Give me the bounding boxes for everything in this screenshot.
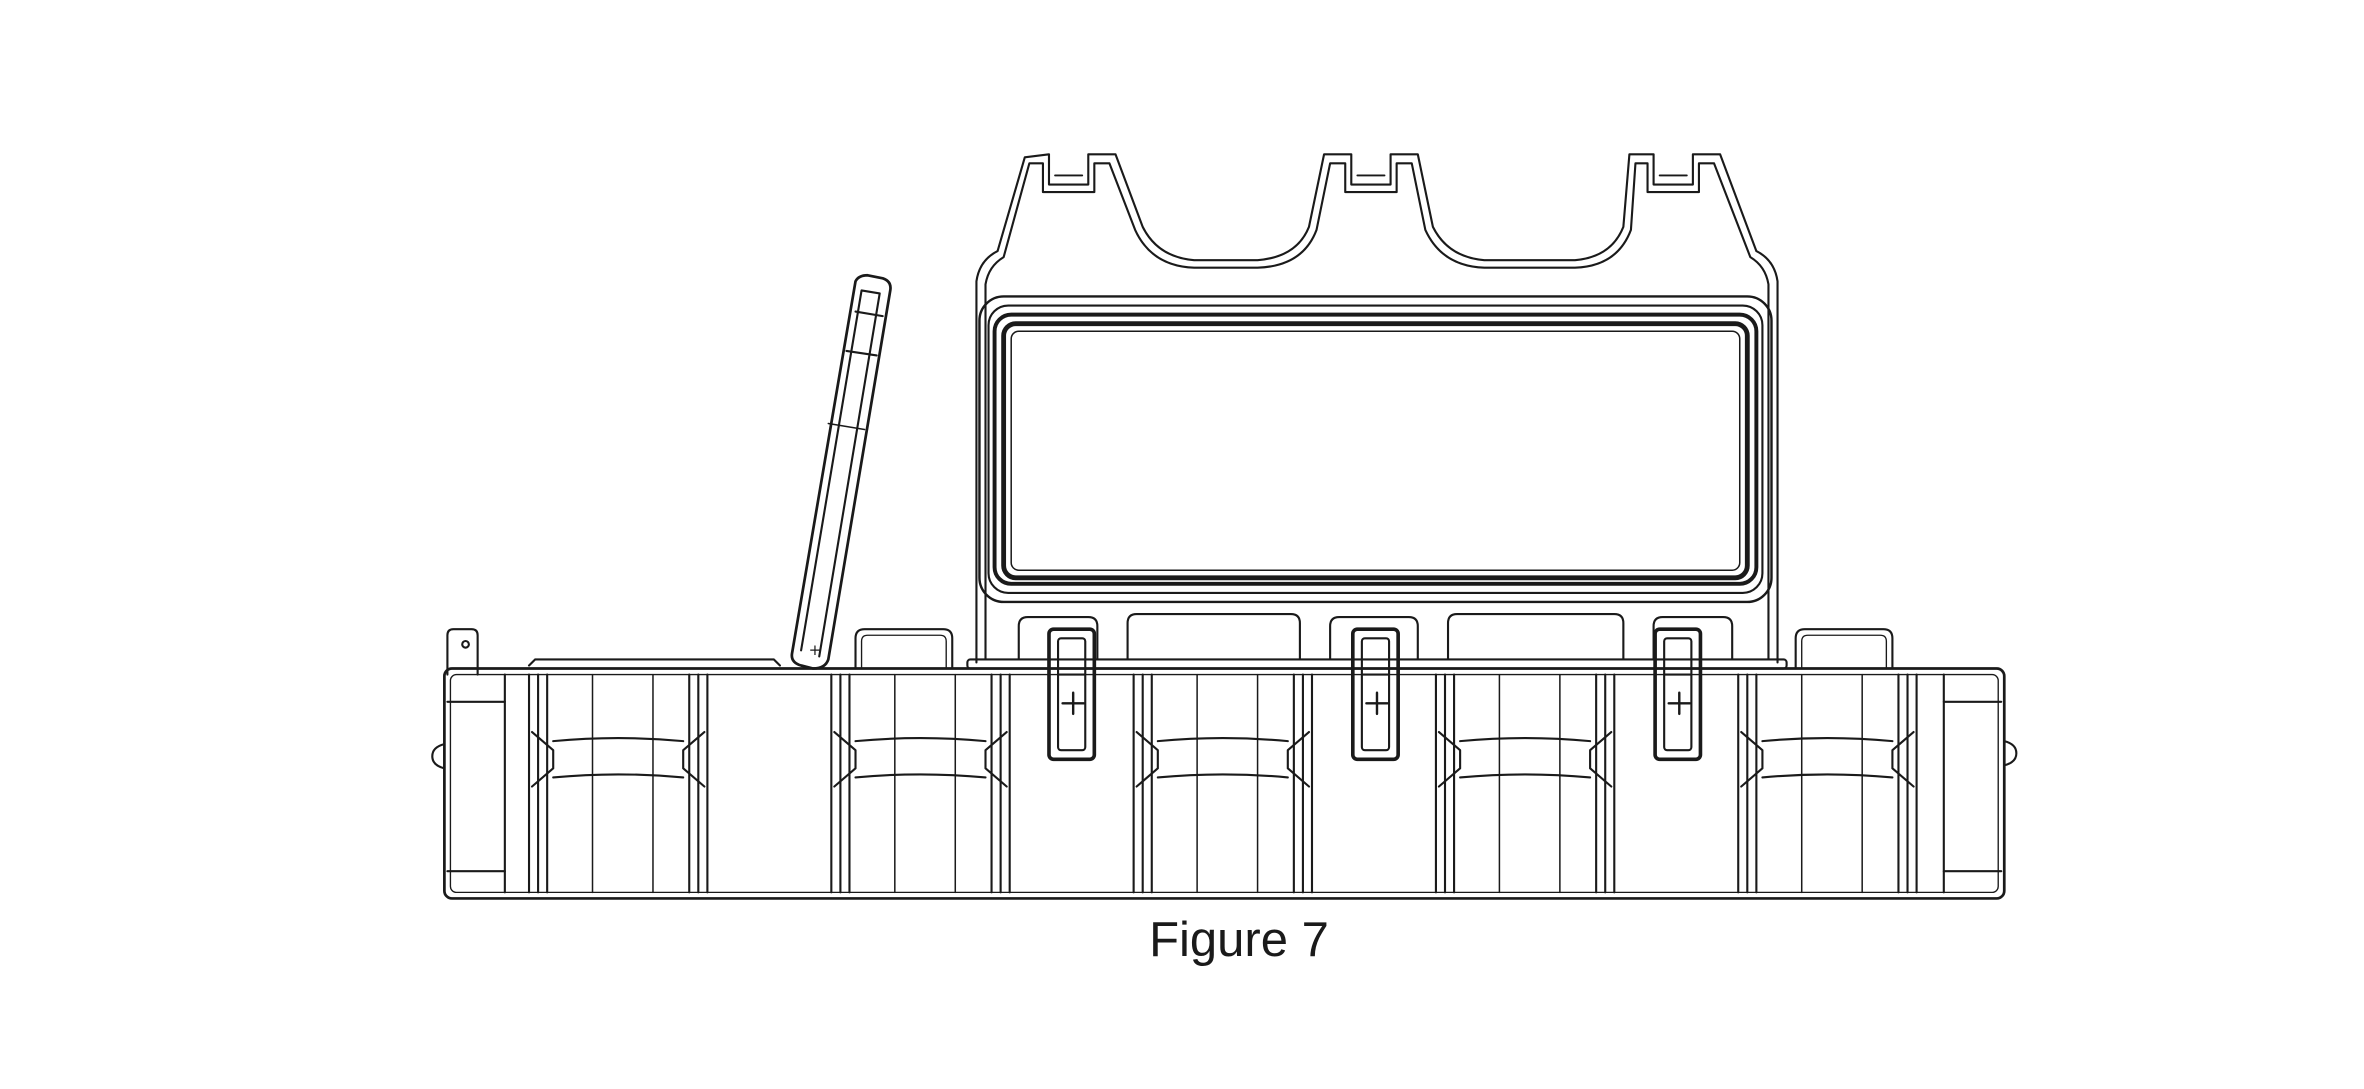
tray-body bbox=[443, 667, 2006, 900]
flap-plus-mark: + bbox=[809, 641, 822, 659]
grip-panel-4 bbox=[1434, 673, 1616, 894]
grip-panel-2 bbox=[830, 673, 1011, 894]
raised-lid bbox=[975, 153, 1779, 664]
grip-panel-3 bbox=[1132, 673, 1314, 894]
left-post bbox=[446, 628, 479, 676]
grip-panel-5 bbox=[1737, 673, 1918, 894]
window-frame-outer bbox=[978, 295, 1773, 604]
figure-caption: Figure 7 bbox=[1149, 913, 1329, 967]
tab-2 bbox=[1794, 628, 1894, 670]
left-peg bbox=[431, 743, 446, 770]
window-pane bbox=[1001, 321, 1750, 581]
latch-2 bbox=[1350, 627, 1400, 762]
base-tray bbox=[431, 613, 2018, 900]
grip-panel-1 bbox=[527, 673, 709, 894]
open-flap: + bbox=[790, 273, 892, 670]
latch-3 bbox=[1653, 627, 1703, 762]
lid-outline-inner bbox=[984, 162, 1770, 661]
tab-1 bbox=[854, 628, 954, 670]
lid-outline bbox=[975, 153, 1779, 664]
right-peg bbox=[2003, 740, 2018, 767]
latch-1 bbox=[1047, 627, 1097, 762]
